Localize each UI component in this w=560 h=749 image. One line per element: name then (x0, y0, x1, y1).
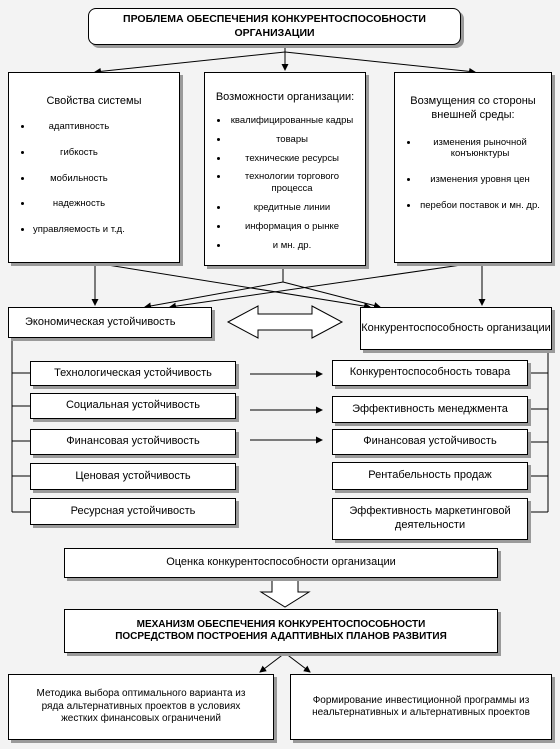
method-label: Методика выбора оптимального варианта из… (36, 688, 246, 725)
mechanism-box: МЕХАНИЗМ ОБЕСПЕЧЕНИЯ КОНКУРЕНТОСПОСОБНОС… (64, 609, 498, 653)
economic-stability-label: Экономическая устойчивость (25, 315, 176, 328)
list-item: изменения уровня цен (419, 174, 541, 186)
left-item-label: Социальная устойчивость (65, 399, 200, 412)
method-box: Методика выбора оптимального варианта из… (8, 674, 274, 740)
system-properties-title: Свойства системы (46, 95, 142, 107)
left-item-label: Ресурсная устойчивость (70, 504, 196, 517)
right-item-financial: Финансовая устойчивость (332, 429, 528, 455)
external-disturbances-list: изменения рыночной конъюнктуры изменения… (405, 137, 541, 227)
list-item: и мн. др. (229, 240, 355, 252)
right-item-label: Финансовая устойчивость (363, 435, 497, 448)
left-item-label: Ценовая устойчивость (75, 469, 191, 482)
competitiveness-box: Конкурентоспособность организации (360, 307, 552, 350)
right-item-profitability: Рентабельность продаж (332, 462, 528, 490)
external-disturbances-box: Возмущения со стороны внешней среды: изм… (394, 72, 552, 263)
evaluation-box: Оценка конкурентоспособности организации (64, 548, 498, 578)
right-item-label: Эффективность маркетинговой деятельности (349, 505, 511, 531)
system-properties-list: адаптивность гибкость мобильность надежн… (19, 121, 125, 250)
right-item-label: Конкурентоспособность товара (349, 366, 511, 379)
list-item: гибкость (33, 147, 125, 159)
left-item-label: Технологическая устойчивость (54, 366, 212, 379)
list-item: надежность (33, 198, 125, 210)
list-item: перебои поставок и мн. др. (419, 200, 541, 212)
problem-title: ПРОБЛЕМА ОБЕСПЕЧЕНИЯ КОНКУРЕНТОСПОСОБНОС… (123, 13, 426, 39)
left-item-label: Финансовая устойчивость (66, 435, 200, 448)
mechanism-line1: МЕХАНИЗМ ОБЕСПЕЧЕНИЯ КОНКУРЕНТОСПОСОБНОС… (136, 618, 426, 630)
list-item: управляемость и т.д. (33, 224, 125, 236)
left-item-financial: Финансовая устойчивость (30, 429, 236, 455)
list-item: адаптивность (33, 121, 125, 133)
right-item-label: Рентабельность продаж (368, 469, 492, 482)
economic-stability-box: Экономическая устойчивость (8, 307, 212, 338)
right-item-marketing: Эффективность маркетинговой деятельности (332, 498, 528, 540)
right-item-management: Эффективность менеджмента (332, 396, 528, 423)
right-item-product: Конкурентоспособность товара (332, 360, 528, 386)
mechanism-line2: ПОСРЕДСТВОМ ПОСТРОЕНИЯ АДАПТИВНЫХ ПЛАНОВ… (115, 631, 447, 642)
evaluation-label: Оценка конкурентоспособности организации (166, 556, 396, 569)
left-item-technological: Технологическая устойчивость (30, 361, 236, 386)
right-item-label: Эффективность менеджмента (352, 402, 508, 415)
external-disturbances-title: Возмущения со стороны внешней среды: (410, 95, 536, 121)
double-arrow-icon (226, 305, 344, 339)
list-item: товары (229, 134, 355, 146)
list-item: информация о рынке (229, 221, 355, 233)
list-item: мобильность (33, 173, 125, 185)
problem-title-box: ПРОБЛЕМА ОБЕСПЕЧЕНИЯ КОНКУРЕНТОСПОСОБНОС… (88, 8, 461, 45)
investment-program-label: Формирование инвестиционной программы из… (312, 694, 530, 719)
left-item-social: Социальная устойчивость (30, 393, 236, 419)
list-item: кредитные линии (229, 202, 355, 214)
competitiveness-label: Конкурентоспособность организации (361, 321, 551, 334)
down-arrow-icon (259, 578, 311, 608)
list-item: технологии торгового процесса (229, 171, 355, 195)
left-item-resource: Ресурсная устойчивость (30, 498, 236, 525)
investment-program-box: Формирование инвестиционной программы из… (290, 674, 552, 740)
org-opportunities-box: Возможности организации: квалифицированн… (204, 72, 366, 266)
list-item: изменения рыночной конъюнктуры (419, 137, 541, 161)
system-properties-box: Свойства системы адаптивность гибкость м… (8, 72, 180, 263)
org-opportunities-list: квалифицированные кадры товары техническ… (215, 115, 355, 259)
list-item: квалифицированные кадры (229, 115, 355, 127)
list-item: технические ресурсы (229, 153, 355, 165)
left-item-price: Ценовая устойчивость (30, 463, 236, 490)
org-opportunities-title: Возможности организации: (215, 91, 355, 103)
